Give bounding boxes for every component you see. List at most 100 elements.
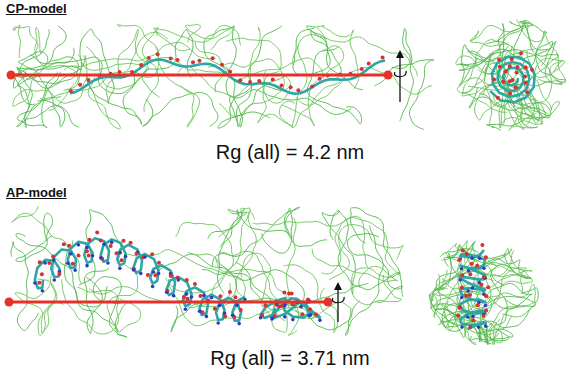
backbone-sticks [33, 51, 535, 329]
nitrogen-atom [185, 292, 189, 296]
polymer-chain [292, 46, 340, 128]
nitrogen-atom [460, 267, 464, 271]
oxygen-atom [308, 307, 312, 311]
nitrogen-atom [172, 294, 176, 298]
oxygen-atom [289, 85, 293, 89]
oxygen-atom [525, 90, 529, 94]
nitrogen-atom [237, 322, 241, 326]
oxygen-atom [109, 244, 113, 248]
oxygen-atom [248, 80, 252, 84]
nitrogen-atom [152, 270, 156, 274]
nitrogen-atom [458, 278, 462, 282]
oxygen-atom [156, 52, 160, 56]
polymer-chain [485, 41, 556, 82]
oxygen-atom [47, 261, 51, 265]
nitrogen-atom [43, 261, 47, 265]
oxygen-atom [481, 314, 485, 318]
nitrogen-atom [309, 313, 313, 317]
oxygen-atom [218, 294, 222, 298]
oxygen-atom [88, 238, 92, 242]
oxygen-atom [121, 239, 125, 243]
nitrogen-atom [132, 268, 136, 272]
oxygen-atom [99, 238, 103, 242]
arrow-head [334, 282, 342, 290]
polymer-chain [217, 210, 288, 294]
nitrogen-atom [484, 324, 488, 328]
nitrogen-atom [69, 252, 73, 256]
oxygen-atom [504, 69, 508, 73]
polymer-chain [143, 92, 218, 126]
polymer-chain [16, 234, 107, 307]
rotation-axis [337, 288, 338, 322]
nitrogen-atom [143, 255, 147, 259]
nitrogen-atom [52, 258, 56, 262]
nitrogen-atom [139, 272, 143, 276]
model-heading: AP-model [4, 186, 69, 201]
oxygen-atom [508, 79, 512, 83]
oxygen-atom [150, 252, 154, 256]
oxygen-atom [37, 281, 41, 285]
oxygen-atom [479, 283, 483, 287]
oxygen-atom [129, 241, 133, 245]
polymer-chain [219, 251, 298, 335]
oxygen-atom [154, 273, 158, 277]
rotation-axis [399, 56, 400, 102]
polymer-chain [516, 19, 565, 82]
polymer-chain [470, 26, 519, 47]
nitrogen-atom [165, 291, 169, 295]
polymer-chain [93, 277, 127, 337]
oxygen-atom [239, 308, 243, 312]
oxygen-atom [238, 78, 242, 82]
polymer-chain [212, 207, 299, 266]
nitrogen-atom [85, 264, 89, 268]
nitrogen-atom [299, 305, 303, 309]
polymer-chain [322, 211, 355, 294]
polymer-chain [178, 27, 260, 96]
oxygen-atom [465, 252, 469, 256]
polymer-chain [375, 60, 434, 130]
oxygen-atom [120, 258, 124, 262]
nitrogen-atom [33, 281, 37, 285]
nitrogen-atom [218, 304, 222, 308]
oxygen-atom [524, 65, 528, 69]
polymer-chain [218, 84, 288, 129]
polymer-chain [311, 31, 363, 90]
oxygen-atom [38, 260, 42, 264]
axis-end [7, 71, 16, 80]
oxygen-atom [516, 65, 520, 69]
oxygen-atom [486, 285, 490, 289]
nitrogen-atom [259, 316, 263, 320]
nitrogen-atom [283, 315, 287, 319]
polymer-chain [142, 30, 193, 98]
nitrogen-atom [471, 286, 475, 290]
nitrogen-atom [184, 307, 188, 311]
arrow-head [396, 50, 404, 58]
long-axis [9, 301, 328, 304]
oxygen-atom [191, 60, 195, 64]
nitrogen-atom [110, 241, 114, 245]
oxygen-atom [257, 79, 261, 83]
oxygen-atom [468, 293, 472, 297]
oxygen-atom [130, 70, 134, 74]
rg-value: Rg (all) = 4.2 nm [214, 141, 366, 164]
polymer-chain [79, 210, 121, 285]
oxygen-atom [300, 312, 304, 316]
oxygen-atom [508, 64, 512, 68]
oxygen-atom [273, 314, 277, 318]
polymer-chain [16, 213, 53, 261]
nitrogen-atom [41, 289, 45, 293]
oxygen-atom [492, 77, 496, 81]
oxygen-atom [461, 249, 465, 253]
oxygen-atom [496, 96, 500, 100]
oxygen-atom [381, 56, 385, 60]
oxygen-atom [71, 262, 75, 266]
backbone [70, 60, 385, 94]
nitrogen-atom [270, 317, 274, 321]
oxygen-atom [360, 67, 364, 71]
oxygen-atom [510, 57, 514, 61]
axis-end [5, 298, 14, 307]
oxygen-atom [193, 282, 197, 286]
oxygen-atom [515, 71, 519, 75]
polymer-chain [107, 265, 141, 332]
